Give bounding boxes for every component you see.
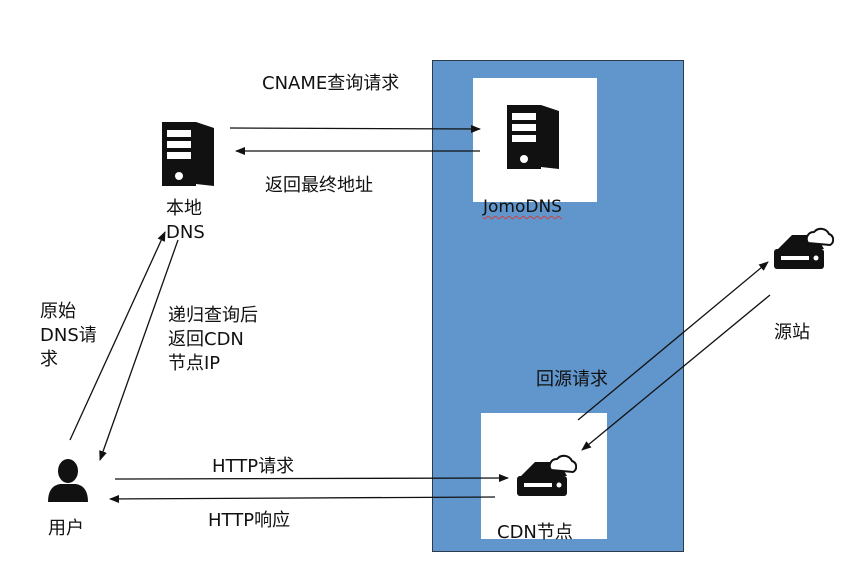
- edge-label-original-dns-line2: DNS请: [40, 325, 97, 346]
- node-label-cdn-node: CDN节点: [497, 522, 573, 543]
- arrow-cname-query: [229, 124, 481, 133]
- arrow-http-request: [114, 474, 509, 483]
- edge-label-recursive-line1: 递归查询后: [168, 305, 258, 326]
- arrow-back-to-origin: [577, 261, 769, 421]
- arrow-http-response: [109, 494, 496, 503]
- edge-label-http-response: HTTP响应: [208, 510, 291, 531]
- edge-label-return-final: 返回最终地址: [265, 175, 373, 196]
- jomodns-server-icon: [507, 105, 559, 169]
- edge-label-recursive-line3: 节点IP: [168, 353, 221, 374]
- edge-label-original-dns-line3: 求: [40, 349, 58, 370]
- arrow-origin-response: [581, 294, 771, 451]
- origin-cloud-storage-icon: [774, 227, 834, 269]
- node-label-origin: 源站: [774, 322, 810, 343]
- user-icon: [48, 459, 88, 502]
- edge-label-original-dns-line1: 原始: [40, 301, 76, 322]
- arrow-recursive-return: [99, 239, 179, 461]
- node-label-local-dns-line1: 本地: [166, 198, 202, 219]
- node-label-user: 用户: [48, 518, 84, 539]
- edge-label-back-to-origin: 回源请求: [536, 369, 608, 390]
- edge-label-cname-query: CNAME查询请求: [262, 73, 400, 94]
- edge-label-http-request: HTTP请求: [212, 456, 295, 477]
- arrow-original-dns-request: [69, 231, 166, 441]
- node-label-local-dns-line2: DNS: [166, 222, 205, 243]
- cdn-node-cloud-storage-icon: [517, 454, 577, 496]
- local-dns-server-icon: [162, 122, 214, 186]
- node-label-jomodns: JomoDNS: [483, 197, 562, 217]
- edge-label-recursive-line2: 返回CDN: [168, 329, 244, 350]
